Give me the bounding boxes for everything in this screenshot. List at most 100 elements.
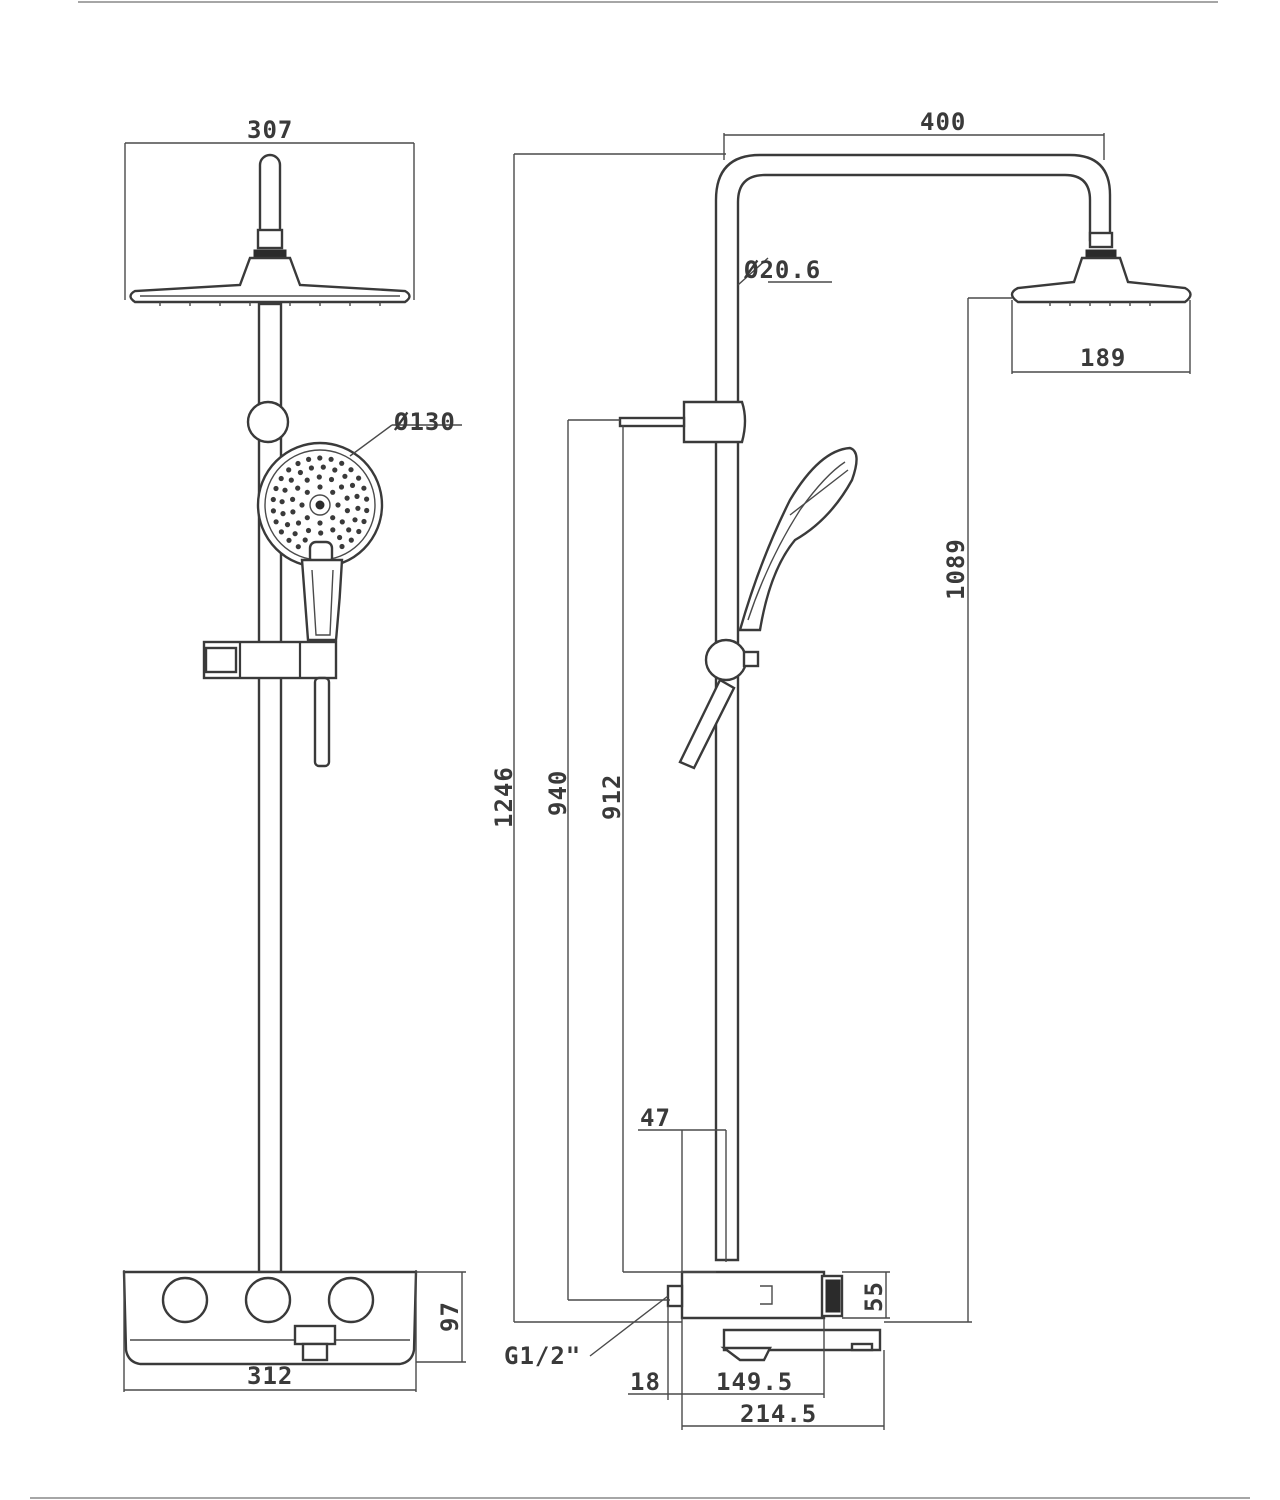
nozzle-dot	[282, 487, 288, 493]
front-riser-pipe	[257, 302, 283, 1274]
side-holder-tab	[742, 650, 760, 668]
front-slider-knob	[246, 400, 290, 444]
side-holder-knob	[704, 638, 748, 682]
side-rain-head	[1010, 256, 1192, 304]
nozzle-dot	[335, 502, 341, 508]
nozzle-dot	[286, 537, 292, 543]
nozzle-dot	[316, 474, 322, 480]
nozzle-dot	[308, 465, 314, 471]
nozzle-dot	[344, 495, 350, 501]
side-head-connector	[1088, 231, 1114, 249]
dim-hand-shower-diameter: Ø130	[393, 408, 456, 436]
nozzle-dot	[302, 537, 308, 543]
dim-inlet-thread: G1/2"	[504, 1342, 581, 1370]
nozzle-dot	[361, 518, 367, 525]
nozzle-dot	[339, 460, 345, 466]
front-outlet-spout	[301, 1342, 329, 1362]
nozzle-dot	[273, 485, 279, 492]
nozzle-dot	[344, 508, 350, 514]
front-knob-left	[161, 1276, 209, 1324]
nozzle-dot	[349, 482, 356, 488]
nozzle-dot	[273, 519, 279, 525]
side-hand-shower	[738, 446, 858, 632]
nozzle-dot	[339, 543, 345, 550]
nozzle-dot	[339, 519, 345, 525]
dim-body-depth: 149.5	[716, 1368, 793, 1396]
nozzle-dot	[317, 484, 323, 490]
dim-base-height: 97	[436, 1301, 464, 1332]
nozzle-dot	[317, 455, 323, 461]
side-rain-head-nozzles	[1049, 302, 1151, 306]
nozzle-dot	[304, 477, 310, 483]
nozzle-dot	[284, 522, 291, 528]
side-thermostatic-body	[680, 1270, 826, 1320]
side-overhead-arm	[714, 153, 1112, 1262]
nozzle-dot	[305, 527, 312, 534]
nozzle-dot	[299, 502, 305, 508]
nozzle-dot	[295, 460, 301, 467]
nozzle-dot	[279, 499, 285, 505]
nozzle-dot	[356, 475, 362, 481]
side-hose	[678, 678, 736, 770]
front-hand-shower-center	[309, 494, 331, 516]
front-rain-head-nozzles	[159, 302, 381, 306]
nozzle-dot	[337, 534, 343, 541]
dim-base-width: 312	[247, 1362, 293, 1390]
dim-total-depth: 214.5	[740, 1400, 817, 1428]
front-knobs	[161, 1276, 375, 1324]
nozzle-dot	[295, 485, 301, 491]
dim-pipe-diameter: Ø20.6	[743, 256, 821, 284]
dim-holder-height-b: 912	[598, 774, 626, 820]
nozzle-dot	[295, 520, 302, 526]
nozzle-dot	[286, 467, 292, 473]
front-hose	[313, 676, 331, 768]
front-outlet-nut	[293, 1324, 337, 1346]
nozzle-dot	[332, 467, 338, 473]
nozzle-dot	[346, 527, 352, 533]
nozzle-dot	[355, 505, 361, 511]
nozzle-dot	[280, 510, 286, 517]
nozzle-dot	[290, 496, 296, 502]
nozzle-dot	[354, 493, 360, 499]
dim-head-height: 1089	[942, 538, 970, 600]
side-top-bracket	[682, 400, 747, 444]
nozzle-dot	[330, 527, 336, 533]
nozzle-dot	[317, 520, 323, 526]
nozzle-dot	[338, 484, 345, 490]
nozzle-dot	[328, 456, 334, 462]
front-knob-right	[327, 1276, 375, 1324]
front-knob-center	[244, 1276, 292, 1324]
nozzle-dot	[364, 496, 370, 502]
nozzle-dot	[328, 476, 335, 483]
side-tray	[722, 1328, 882, 1352]
nozzle-dot	[290, 509, 296, 515]
side-bracket-screw	[618, 416, 686, 428]
nozzle-dot	[342, 473, 348, 479]
nozzle-dot	[270, 496, 276, 503]
front-view	[122, 153, 418, 1366]
nozzle-dot	[348, 537, 354, 543]
front-head-connector	[256, 228, 284, 250]
nozzle-dot	[278, 529, 284, 535]
nozzle-dot	[304, 515, 310, 521]
dim-pipe-offset: 47	[640, 1104, 671, 1132]
nozzle-dot	[352, 517, 358, 523]
nozzle-dot	[295, 544, 301, 550]
dim-body-height: 55	[860, 1281, 888, 1312]
nozzle-dot	[288, 477, 294, 483]
nozzle-dot	[330, 515, 336, 521]
nozzle-dot	[304, 489, 310, 495]
nozzle-dot	[306, 456, 312, 462]
side-spout	[720, 1346, 772, 1362]
side-tray-tip	[850, 1342, 874, 1352]
nozzle-dot	[270, 508, 276, 514]
front-rain-head	[129, 256, 411, 304]
side-view	[618, 153, 1192, 1362]
dim-side-arm-reach: 400	[920, 108, 966, 136]
side-knob-grip	[825, 1279, 841, 1313]
nozzle-dot	[278, 475, 284, 482]
dim-front-head-width: 307	[247, 116, 293, 144]
nozzle-dot	[361, 485, 367, 491]
nozzle-dot	[318, 530, 324, 536]
